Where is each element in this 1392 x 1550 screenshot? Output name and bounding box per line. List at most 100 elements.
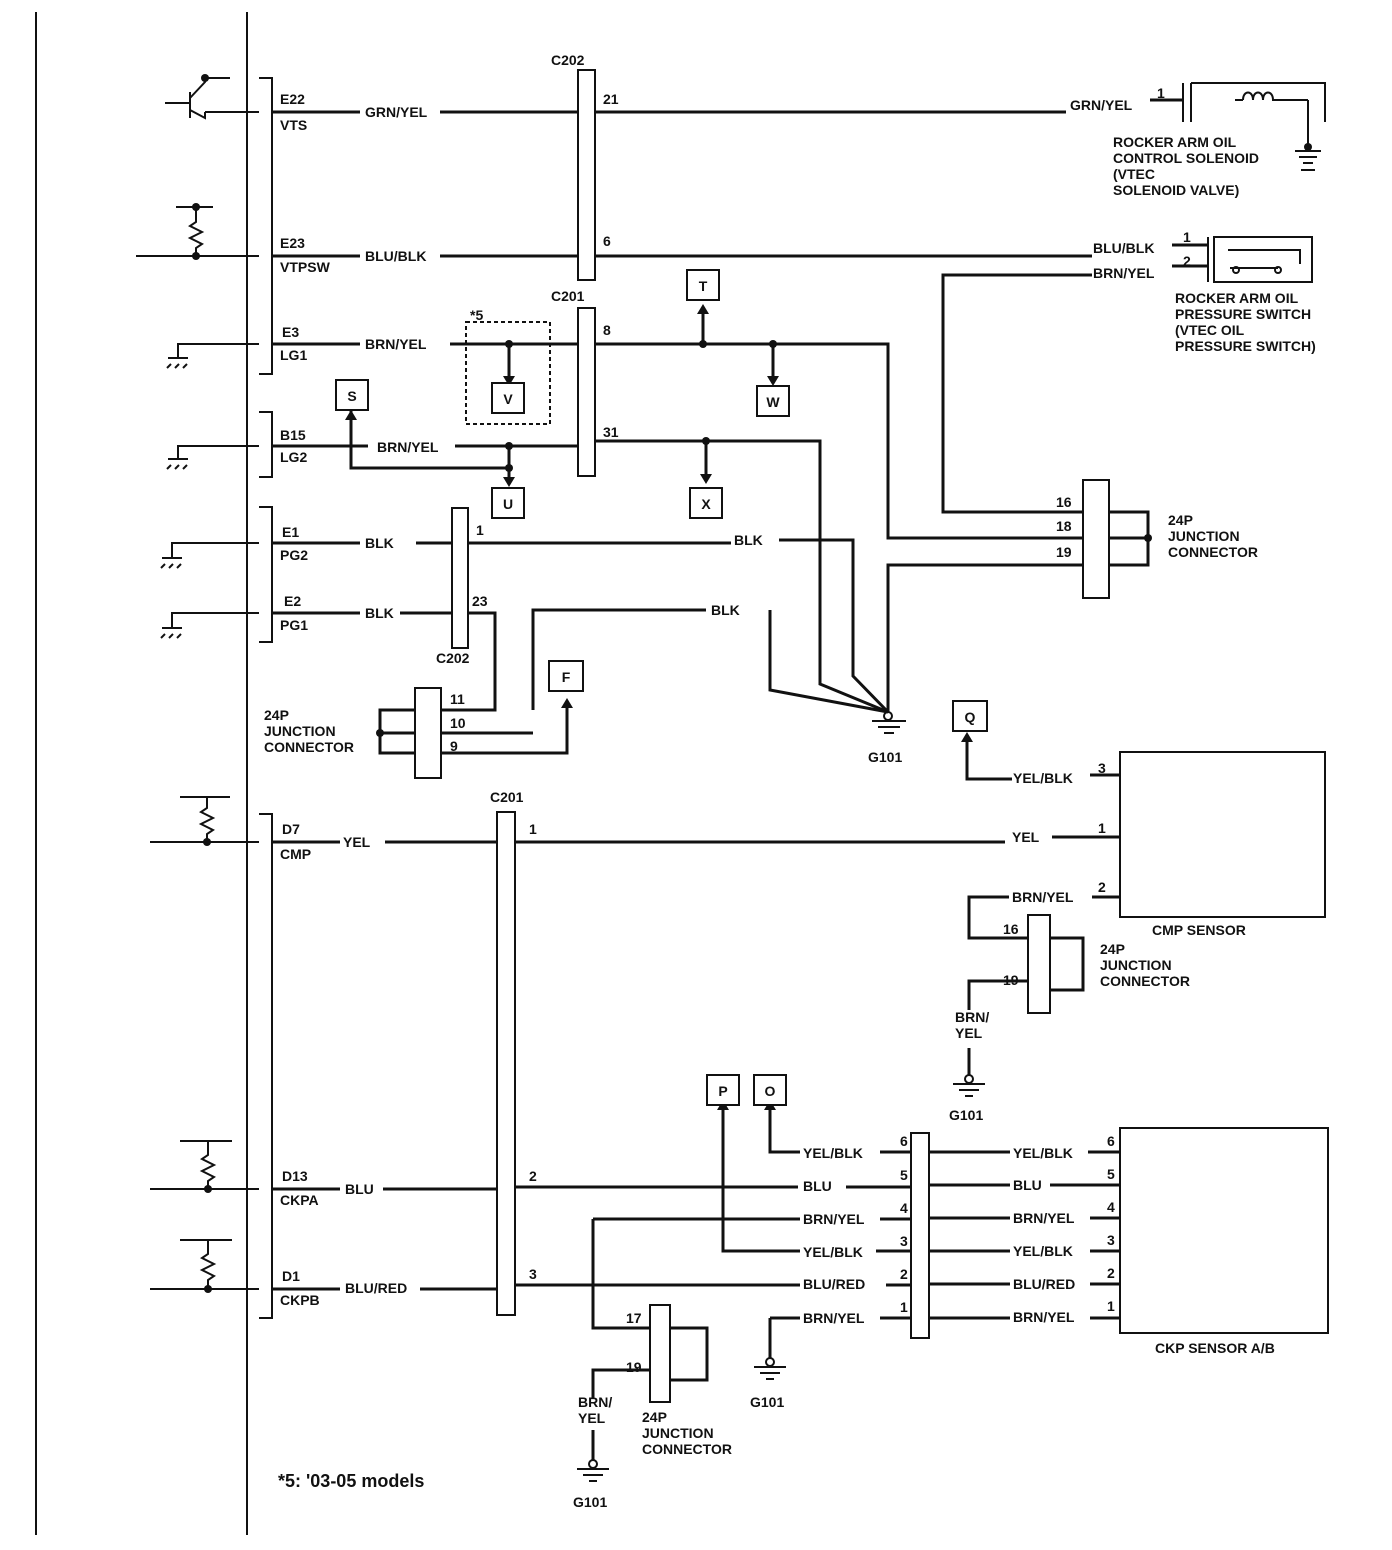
wire-color-label: BRN/YEL bbox=[803, 1310, 865, 1326]
jc-label-line: CONNECTOR bbox=[1100, 973, 1190, 989]
pressure-switch-label: ROCKER ARM OIL PRESSURE SWITCH (VTEC OIL… bbox=[1175, 290, 1316, 354]
jc-pin: 16 bbox=[1056, 494, 1072, 510]
jc-mid-body bbox=[1027, 914, 1051, 1014]
sensor-pin: 1 bbox=[1098, 820, 1106, 836]
harness-pin: 4 bbox=[900, 1200, 908, 1216]
ref-label: Q bbox=[965, 709, 976, 725]
junction-connectors bbox=[378, 479, 1150, 1403]
ref-label: T bbox=[699, 278, 708, 294]
ecm-pin-label: E3 bbox=[282, 324, 299, 340]
ref-label: U bbox=[503, 496, 513, 512]
wire-color-label: YEL/BLK bbox=[1013, 1243, 1073, 1259]
wire-color-label: YEL/BLK bbox=[1013, 1145, 1073, 1161]
wire-color-label: BLK bbox=[365, 605, 394, 621]
wire-color-label: BLU bbox=[345, 1181, 374, 1197]
ecm-pin-label: D1 bbox=[282, 1268, 300, 1284]
ground-icon bbox=[872, 711, 906, 734]
connector-pin: 31 bbox=[603, 424, 619, 440]
sensor-pin: 2 bbox=[1098, 879, 1106, 895]
wire-color-label: BLU/RED bbox=[345, 1280, 407, 1296]
jc-pin: 19 bbox=[1056, 544, 1072, 560]
harness-pin: 3 bbox=[900, 1233, 908, 1249]
ground-label: G101 bbox=[868, 749, 902, 765]
sensor-pin: 4 bbox=[1107, 1199, 1115, 1215]
jc-label-line: JUNCTION bbox=[1100, 957, 1172, 973]
ecm-signal-label: PG1 bbox=[280, 617, 308, 633]
jc-pin: 10 bbox=[450, 715, 466, 731]
connector-pin: 21 bbox=[603, 91, 619, 107]
wire-color-label: BRN/YEL bbox=[1013, 1309, 1075, 1325]
wire-color-label: BRN/ bbox=[955, 1009, 989, 1025]
ref-label: O bbox=[765, 1083, 776, 1099]
ecm-pin-label: E1 bbox=[282, 524, 299, 540]
jc-pin: 19 bbox=[1003, 972, 1019, 988]
jc-label-line: CONNECTOR bbox=[1168, 544, 1258, 560]
ground-icon bbox=[1295, 100, 1321, 171]
ecm-signal-label: PG2 bbox=[280, 547, 308, 563]
jc-bottom-body bbox=[649, 1304, 671, 1403]
ground-label: G101 bbox=[750, 1394, 784, 1410]
connector-pin: 2 bbox=[529, 1168, 537, 1184]
pressure-switch-label-line: PRESSURE SWITCH) bbox=[1175, 338, 1316, 354]
solenoid-label-line: SOLENOID VALVE) bbox=[1113, 182, 1239, 198]
wire-color-label: BRN/YEL bbox=[1012, 889, 1074, 905]
solenoid-label-line: ROCKER ARM OIL bbox=[1113, 134, 1237, 150]
ecm-pin-label: D7 bbox=[282, 821, 300, 837]
ground-icon bbox=[577, 1459, 609, 1482]
component-pin: 1 bbox=[1183, 229, 1191, 245]
ecm-pin-label: E2 bbox=[284, 593, 301, 609]
component-pin: 2 bbox=[1183, 253, 1191, 269]
ecm-body bbox=[35, 12, 248, 1535]
wire-color-label: BLK bbox=[711, 602, 740, 618]
wire-color-label: BLU/BLK bbox=[1093, 240, 1154, 256]
splice-dots bbox=[192, 74, 1312, 1293]
harness-pin: 5 bbox=[900, 1167, 908, 1183]
ecm-pin-label: D13 bbox=[282, 1168, 308, 1184]
connector-pin: 1 bbox=[529, 821, 537, 837]
ref-label: W bbox=[766, 394, 780, 410]
wire-color-label: GRN/YEL bbox=[1070, 97, 1133, 113]
jc-label-line: 24P bbox=[1100, 941, 1125, 957]
wire-color-label: BLU bbox=[1013, 1177, 1042, 1193]
jc-label-line: CONNECTOR bbox=[642, 1441, 732, 1457]
ground-label: G101 bbox=[949, 1107, 983, 1123]
ckp-sensor-body bbox=[1119, 1127, 1329, 1334]
wire-color-label: YEL bbox=[578, 1410, 606, 1426]
ecm-pin-label: E22 bbox=[280, 91, 305, 107]
jc-label-line: CONNECTOR bbox=[264, 739, 354, 755]
ref-label: P bbox=[718, 1083, 727, 1099]
sensor-name: CMP SENSOR bbox=[1152, 922, 1246, 938]
wire-color-label: BLU/RED bbox=[1013, 1276, 1075, 1292]
connector-label: C201 bbox=[490, 789, 524, 805]
wire-color-label: YEL/BLK bbox=[1013, 770, 1073, 786]
wire-color-label: BLU/RED bbox=[803, 1276, 865, 1292]
connector-label: C202 bbox=[436, 650, 470, 666]
c202-mid-connector bbox=[451, 507, 469, 649]
jc-label-line: 24P bbox=[264, 707, 289, 723]
jc-label-line: JUNCTION bbox=[642, 1425, 714, 1441]
ckp-harness-connector bbox=[910, 1132, 930, 1339]
ecm-signal-label: LG1 bbox=[280, 347, 307, 363]
connector-label: C202 bbox=[551, 52, 585, 68]
wire-color-label: BLK bbox=[365, 535, 394, 551]
ground-symbols bbox=[577, 100, 1321, 1482]
inline-connectors bbox=[451, 69, 596, 1316]
jc-label-line: JUNCTION bbox=[1168, 528, 1240, 544]
sensor-pin: 2 bbox=[1107, 1265, 1115, 1281]
ecm-signal-label: LG2 bbox=[280, 449, 307, 465]
jc-label-line: JUNCTION bbox=[264, 723, 336, 739]
wire-color-label: BLU/BLK bbox=[365, 248, 426, 264]
wire-color-label: YEL bbox=[1012, 829, 1040, 845]
wire-color-label: BLK bbox=[734, 532, 763, 548]
connector-label: C201 bbox=[551, 288, 585, 304]
ref-label: S bbox=[347, 388, 356, 404]
c201-top-connector bbox=[577, 307, 596, 477]
wire-color-label: YEL bbox=[955, 1025, 983, 1041]
wire-color-label: BRN/ bbox=[578, 1394, 612, 1410]
note-marker: *5 bbox=[470, 307, 483, 323]
sensor-name: CKP SENSOR A/B bbox=[1155, 1340, 1275, 1356]
sensor-pin: 1 bbox=[1107, 1298, 1115, 1314]
harness-pin: 6 bbox=[900, 1133, 908, 1149]
ref-label: X bbox=[701, 496, 711, 512]
